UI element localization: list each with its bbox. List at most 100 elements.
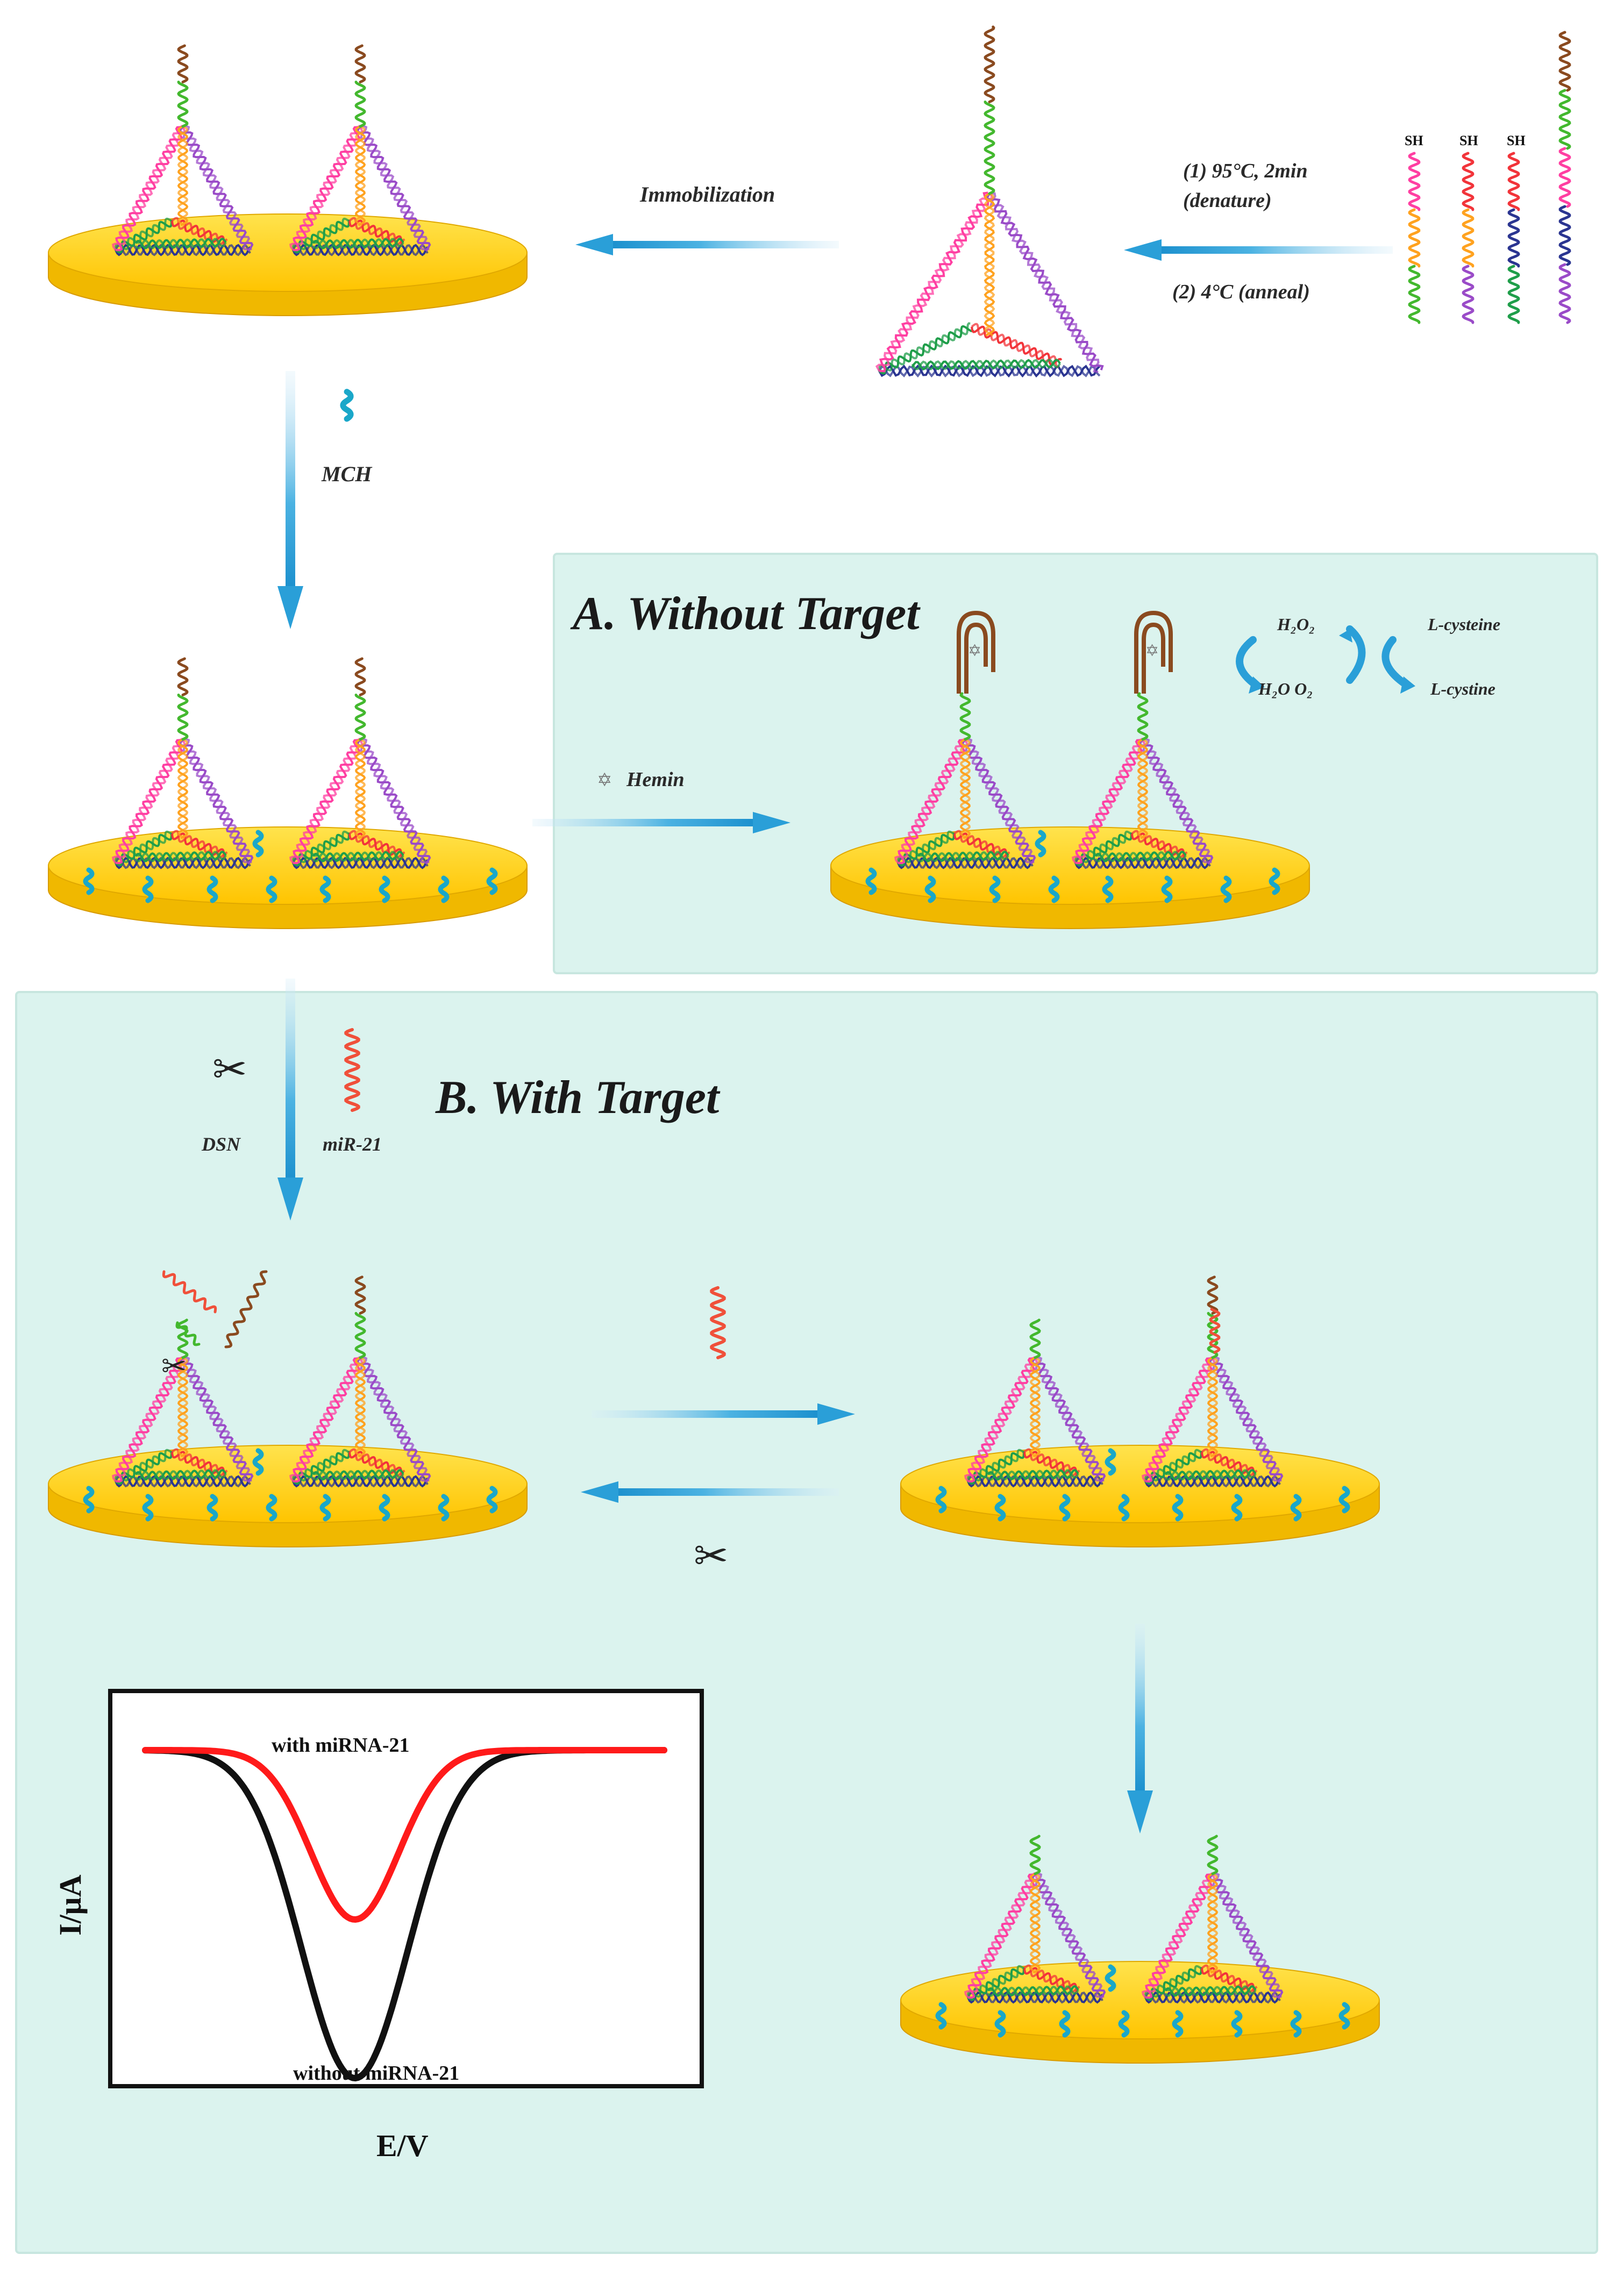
tetra-edge-purple [356,1356,431,1483]
tetra-edge-pink [111,1356,187,1483]
tetra-edge-purple [356,738,431,865]
step1-label: (1) 95°C, 2min [1183,160,1308,182]
mch-molecule [1172,1494,1184,1522]
tetra-edge-green2 [134,238,227,249]
probe-green-segment [354,1312,366,1359]
single-strand-3 [1507,152,1520,324]
g-quadruplex-inner [964,622,988,694]
cleaved-probe-stub [1029,1835,1041,1875]
sh-label-2: SH [1459,133,1478,148]
electrode-panel-b-final [900,1961,1380,2064]
tetra-edge-orange [1137,738,1149,839]
tetra-edge-green2 [312,1469,404,1481]
mch-molecule [1035,830,1046,858]
tetra-edge-pink [875,191,994,373]
arrow-shaft [1135,1624,1145,1796]
arrow-assembly [1124,239,1393,261]
mch-molecule [252,830,264,858]
mch-molecule [1059,2010,1071,2038]
tetra-edge-orange [177,125,189,226]
tetrahedron-left [111,44,254,256]
mch-molecule [1290,1494,1302,1522]
legend-with-mirna: with miRNA-21 [272,1734,409,1757]
mch-molecule [83,1486,95,1514]
strand-segment [1558,205,1571,266]
mch-molecule [83,867,95,895]
tetra-edge-orange [1207,1873,1219,1974]
tetra-edge-green2 [1164,1469,1257,1481]
step2-label: (2) 4°C (anneal) [1172,281,1310,303]
scissors-icon: ✂ [161,1350,187,1383]
cleaved-green-fragment [175,1321,201,1346]
tetra-edge-green [115,830,174,867]
tetra-edge-orange [959,738,971,839]
hybridized-target [1209,1308,1221,1354]
tetra-edge-base [878,364,1101,378]
tetra-edge-green2 [312,851,404,862]
mch-molecule [1102,875,1114,903]
mch-molecule [379,1494,390,1522]
tetra-edge-green2 [987,1985,1079,1997]
tetra-edge-pink [964,1356,1039,1483]
mir21-strand [344,1028,360,1112]
sh-label-3: SH [1507,133,1526,148]
tetra-edge-green2 [987,1469,1079,1481]
arrow-head [1124,239,1162,261]
mch-molecule [206,875,218,903]
tetra-edge-purple [1208,1872,1284,1999]
electrode-top [900,1961,1380,2039]
mch-molecule [1231,1494,1243,1522]
probe-brown-segment [177,44,189,83]
mch-molecule [438,875,450,903]
arrow-shaft [286,371,295,591]
tetra-edge-orange [177,1357,189,1458]
strand-segment [1408,208,1421,268]
single-strand-4 [1558,31,1571,324]
mch-molecule [142,1494,154,1522]
strand-segment [1558,89,1571,150]
tetra-edge-green2 [1094,851,1187,862]
tetra-edge-purple [356,125,431,252]
mch-molecule [1269,867,1280,895]
tetra-edge-green [292,217,351,254]
mch-label: MCH [321,462,373,486]
dsn-label: DSN [201,1133,241,1155]
probe-brown-segment [177,657,189,696]
probe-green-segment [354,81,366,128]
tetra-edge-orange [354,738,366,839]
tetra-edge-pink [111,125,187,252]
tetra-edge-purple [1031,1872,1106,1999]
arrow-shaft [592,1410,823,1418]
tetra-edge-green2 [312,238,404,249]
tetra-edge-green [115,217,174,254]
panel-a-without-target [553,553,1598,974]
mch-molecule [252,1448,264,1476]
arrow-shaft [1156,246,1393,254]
arrow-cleave [581,1481,839,1503]
mir21-strand-free [710,1286,726,1359]
probe-brown-segment [1207,1275,1219,1315]
released-brown-fragment [224,1270,268,1348]
tetra-edge-green [878,322,974,375]
arrow-hemin [532,812,790,833]
arrow-shaft [608,241,839,248]
arrow-head [581,1481,618,1503]
arrow-head [277,1178,303,1221]
electrode-step1 [48,213,528,316]
g-quadruplex [1134,610,1173,694]
tetrahedron-left [964,1318,1106,1488]
electrode-top [900,1445,1380,1523]
tetra-edge-green2 [134,851,227,862]
tetrahedron-right: ✡ [1071,610,1214,869]
immobilization-label: Immobilization [639,182,775,206]
mch-molecule [935,2002,947,2030]
tetra-edge-green [292,830,351,867]
tetra-edge-pink [964,1872,1039,1999]
denature-label: (denature) [1183,189,1272,212]
mch-molecule [994,2010,1006,2038]
chart-ylabel: I/μA [53,1874,88,1936]
panel-a-title: A. Without Target [570,588,921,640]
tetra-edge-green [1074,830,1134,867]
